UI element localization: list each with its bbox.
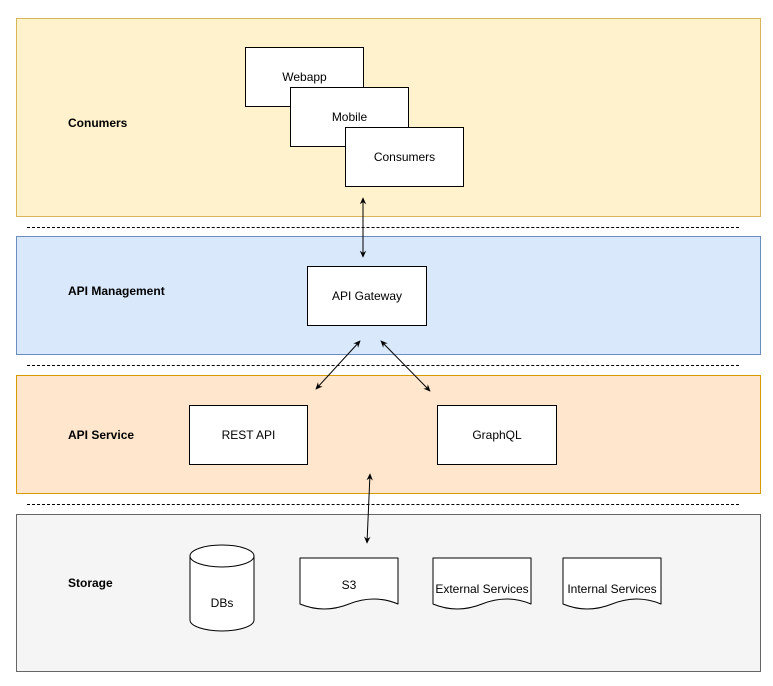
- separator-api-management-api-service: [27, 365, 739, 366]
- api-service-layer-label: API Service: [68, 428, 135, 442]
- separator-api-service-storage: [27, 504, 739, 505]
- api-service-layer: [16, 375, 761, 494]
- api-management-layer-label: API Management: [68, 284, 165, 298]
- internal-services-label: Internal Services: [567, 582, 657, 596]
- rest-api-node[interactable]: REST API: [189, 405, 308, 465]
- consumers-layer-label: Conumers: [68, 116, 128, 130]
- s3-label: S3: [341, 578, 357, 592]
- external-services-label: External Services: [435, 582, 529, 596]
- separator-consumers-api-management: [27, 227, 739, 228]
- consumers-node[interactable]: Consumers: [345, 127, 464, 187]
- api-gateway-node[interactable]: API Gateway: [307, 266, 427, 326]
- graphql-node[interactable]: GraphQL: [437, 405, 557, 465]
- dbs-label: DBs: [210, 596, 234, 610]
- storage-layer-label: Storage: [68, 576, 113, 590]
